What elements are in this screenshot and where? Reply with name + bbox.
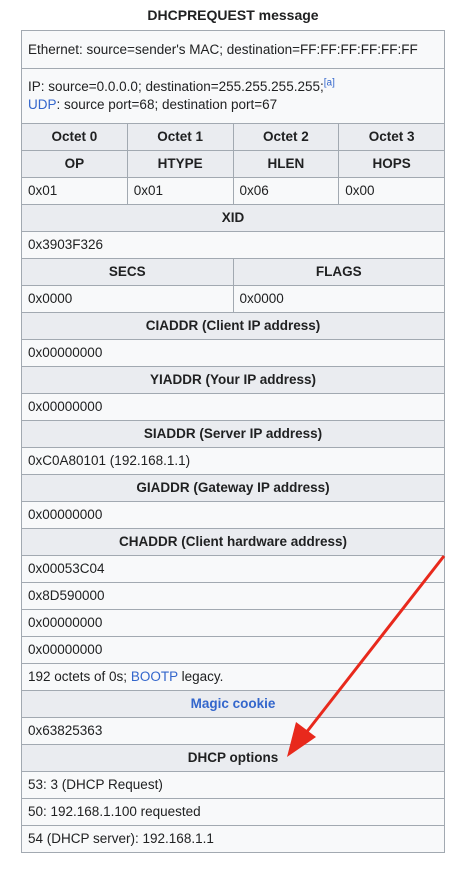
bootp-link[interactable]: BOOTP [130,669,178,684]
op-header: OP [21,150,128,178]
chaddr-value-1: 0x00053C04 [21,555,445,583]
table-row: 192 octets of 0s; BOOTP legacy. [21,663,445,691]
table-row: 0x0000 0x0000 [21,285,445,313]
table-row: SIADDR (Server IP address) [21,420,445,448]
table-row: Magic cookie [21,690,445,718]
hlen-header: HLEN [232,150,340,178]
dhcp-options-header: DHCP options [21,744,445,772]
bootp-legacy-cell: 192 octets of 0s; BOOTP legacy. [21,663,445,691]
flags-header: FLAGS [232,258,445,286]
ciaddr-header: CIADDR (Client IP address) [21,312,445,340]
table-row: 0x00000000 [21,609,445,637]
ciaddr-value: 0x00000000 [21,339,445,367]
ip-cell: IP: source=0.0.0.0; destination=255.255.… [21,68,445,124]
table-row: 0x00000000 [21,393,445,421]
dhcp-option-1: 53: 3 (DHCP Request) [21,771,445,799]
table-row: 0x00000000 [21,636,445,664]
table-row: 0x3903F326 [21,231,445,259]
xid-header: XID [21,204,445,232]
table-row: 0x8D590000 [21,582,445,610]
table-row: 53: 3 (DHCP Request) [21,771,445,799]
hops-header: HOPS [338,150,445,178]
table-row: DHCP options [21,744,445,772]
table-row: YIADDR (Your IP address) [21,366,445,394]
octet-0-header: Octet 0 [21,123,128,151]
table-row: IP: source=0.0.0.0; destination=255.255.… [21,68,445,124]
octet-header-row: Octet 0 Octet 1 Octet 2 Octet 3 [21,123,445,151]
table-row: GIADDR (Gateway IP address) [21,474,445,502]
dhcp-option-2: 50: 192.168.1.100 requested [21,798,445,826]
table-row: SECS FLAGS [21,258,445,286]
chaddr-value-4: 0x00000000 [21,636,445,664]
siaddr-value: 0xC0A80101 (192.168.1.1) [21,447,445,475]
table-row: 0x00000000 [21,339,445,367]
table-row: 0x00053C04 [21,555,445,583]
table-caption: DHCPREQUEST message [147,7,319,23]
udp-text: : source port=68; destination port=67 [56,97,278,112]
field-header-row: OP HTYPE HLEN HOPS [21,150,445,178]
htype-header: HTYPE [126,150,234,178]
flags-value: 0x0000 [232,285,445,313]
table-row: 0xC0A80101 (192.168.1.1) [21,447,445,475]
table-row: 50: 192.168.1.100 requested [21,798,445,826]
table-row: 0x63825363 [21,717,445,745]
magic-cookie-value: 0x63825363 [21,717,445,745]
yiaddr-value: 0x00000000 [21,393,445,421]
giaddr-value: 0x00000000 [21,501,445,529]
table-row: CIADDR (Client IP address) [21,312,445,340]
legacy-suffix: legacy. [177,669,224,684]
yiaddr-header: YIADDR (Your IP address) [21,366,445,394]
chaddr-value-2: 0x8D590000 [21,582,445,610]
table-row: 54 (DHCP server): 192.168.1.1 [21,825,445,853]
hlen-value: 0x06 [232,177,340,205]
octet-2-header: Octet 2 [232,123,340,151]
ip-text: IP: source=0.0.0.0; destination=255.255.… [28,79,324,94]
magic-cookie-link[interactable]: Magic cookie [21,690,445,718]
op-value: 0x01 [21,177,128,205]
secs-header: SECS [21,258,234,286]
octet-1-header: Octet 1 [126,123,234,151]
dhcp-request-table: Ethernet: source=sender's MAC; destinati… [21,30,445,853]
chaddr-value-3: 0x00000000 [21,609,445,637]
hops-value: 0x00 [338,177,445,205]
table-row: XID [21,204,445,232]
table-row: Ethernet: source=sender's MAC; destinati… [21,30,445,69]
table-row: 0x00000000 [21,501,445,529]
htype-value: 0x01 [126,177,234,205]
octet-3-header: Octet 3 [338,123,445,151]
giaddr-header: GIADDR (Gateway IP address) [21,474,445,502]
table-row: 0x01 0x01 0x06 0x00 [21,177,445,205]
dhcp-option-3: 54 (DHCP server): 192.168.1.1 [21,825,445,853]
secs-value: 0x0000 [21,285,234,313]
udp-link[interactable]: UDP [28,97,57,112]
ethernet-cell: Ethernet: source=sender's MAC; destinati… [21,30,445,69]
table-row: CHADDR (Client hardware address) [21,528,445,556]
chaddr-header: CHADDR (Client hardware address) [21,528,445,556]
siaddr-header: SIADDR (Server IP address) [21,420,445,448]
legacy-prefix: 192 octets of 0s; [28,669,131,684]
footnote-link[interactable]: [a] [323,77,335,89]
xid-value: 0x3903F326 [21,231,445,259]
